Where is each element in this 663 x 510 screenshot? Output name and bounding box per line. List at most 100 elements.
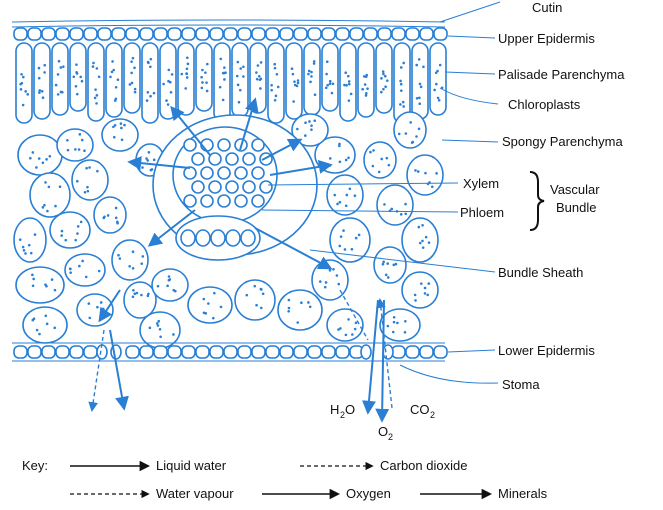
spongy-cell	[291, 113, 329, 147]
chloroplast-dot	[128, 264, 131, 268]
chloroplast-dot	[435, 82, 438, 86]
spongy-cell	[93, 196, 127, 234]
chloroplast-dot	[394, 262, 398, 266]
chloroplast-dot	[310, 124, 313, 127]
spongy-cell	[29, 172, 71, 218]
chloroplast-dot	[131, 266, 135, 270]
chloroplast-dot	[141, 166, 144, 169]
chloroplast-dot	[381, 262, 385, 266]
chloroplast-dot	[169, 90, 173, 94]
chloroplast-dot	[41, 161, 45, 165]
spongy-cell	[401, 217, 439, 263]
chloroplast-dot	[29, 251, 33, 255]
chloroplast-dot	[436, 69, 439, 73]
chloroplast-dot	[382, 87, 385, 91]
epidermis-cell	[419, 345, 434, 359]
chloroplast-dot	[79, 220, 83, 224]
spongy-cell	[326, 308, 364, 342]
chloroplast-dot	[318, 280, 322, 283]
chloroplast-dot	[309, 80, 312, 84]
chloroplast-dot	[239, 67, 242, 70]
chloroplast-dot	[338, 160, 342, 164]
spongy-cell	[22, 306, 68, 344]
chloroplast-dot	[74, 238, 77, 242]
chloroplast-dot	[426, 293, 430, 297]
chloroplast-dot	[399, 82, 403, 86]
chloroplast-dot	[366, 87, 369, 90]
chloroplast-dot	[106, 214, 110, 217]
chloroplast-dot	[382, 72, 385, 76]
chloroplast-dot	[140, 262, 144, 265]
chloroplast-dot	[112, 68, 115, 72]
chloroplast-dot	[146, 294, 150, 298]
label-chloroplasts: Chloroplasts	[508, 97, 581, 112]
chloroplast-dot	[384, 85, 387, 89]
chloroplast-dot	[72, 75, 76, 79]
chloroplast-dot	[436, 96, 440, 100]
chloroplast-dot	[147, 151, 151, 154]
chloroplast-dot	[331, 82, 335, 86]
spongy-cell	[15, 266, 65, 304]
chloroplast-dot	[45, 284, 48, 288]
label-cutin: Cutin	[532, 0, 562, 15]
xylem-vessel	[242, 180, 256, 194]
chloroplast-dot	[253, 284, 257, 288]
chloroplast-dot	[325, 60, 329, 63]
spongy-cell	[64, 253, 106, 287]
svg-text:O: O	[345, 402, 355, 417]
chloroplast-dot	[93, 96, 97, 100]
chloroplast-dot	[419, 85, 423, 89]
chloroplast-dot	[149, 57, 153, 61]
chloroplast-dot	[402, 105, 405, 108]
chloroplast-dot	[363, 83, 367, 86]
spongy-parenchyma	[13, 111, 444, 349]
chloroplast-dot	[69, 271, 72, 274]
chloroplast-dot	[259, 306, 263, 310]
chloroplast-dot	[324, 281, 328, 284]
chloroplast-dot	[146, 90, 150, 94]
epidermis-cell	[181, 345, 196, 359]
epidermis-cell	[377, 27, 392, 41]
chloroplast-dot	[87, 302, 91, 305]
chloroplast-dot	[20, 81, 24, 85]
chloroplast-dot	[38, 89, 42, 92]
legend-carbon-dioxide: Carbon dioxide	[380, 458, 467, 473]
label-palisade: Palisade Parenchyma	[498, 67, 625, 82]
chloroplast-dot	[158, 327, 162, 331]
svg-text:O: O	[378, 424, 388, 439]
xylem-vessel	[259, 180, 273, 194]
xylem-vessel	[208, 180, 222, 194]
chloroplast-dot	[313, 93, 317, 97]
epidermis-cell	[405, 345, 420, 359]
chloroplast-dot	[257, 74, 261, 78]
chloroplast-dot	[185, 72, 188, 75]
chloroplast-dot	[365, 91, 368, 95]
epidermis-cell	[83, 345, 98, 359]
chloroplast-dot	[423, 286, 427, 290]
chloroplast-dot	[113, 123, 117, 127]
chloroplast-dot	[133, 66, 136, 70]
chloroplast-dot	[200, 86, 204, 90]
chloroplast-dot	[273, 66, 277, 70]
xylem-vessel	[183, 138, 197, 152]
chloroplast-dot	[385, 156, 389, 160]
spongy-cell	[151, 268, 189, 302]
chloroplast-dot	[94, 88, 97, 91]
chloroplast-dot	[77, 148, 81, 151]
chloroplast-dot	[133, 87, 137, 91]
chloroplast-dot	[24, 252, 27, 255]
vascular-bundle	[152, 114, 318, 261]
chloroplast-dot	[310, 75, 313, 78]
chloroplast-dot	[131, 56, 135, 60]
chloroplast-dot	[364, 94, 368, 97]
chloroplast-dot	[53, 326, 57, 330]
chloroplast-dot	[172, 333, 175, 336]
chloroplast-dot	[344, 333, 348, 337]
chloroplast-dot	[206, 62, 209, 66]
palisade-cell	[195, 42, 213, 112]
chloroplast-dot	[59, 90, 63, 94]
chloroplast-dot	[343, 83, 346, 87]
spongy-cell	[234, 279, 276, 321]
epidermis-cell	[391, 345, 406, 359]
chloroplast-dot	[162, 82, 165, 86]
